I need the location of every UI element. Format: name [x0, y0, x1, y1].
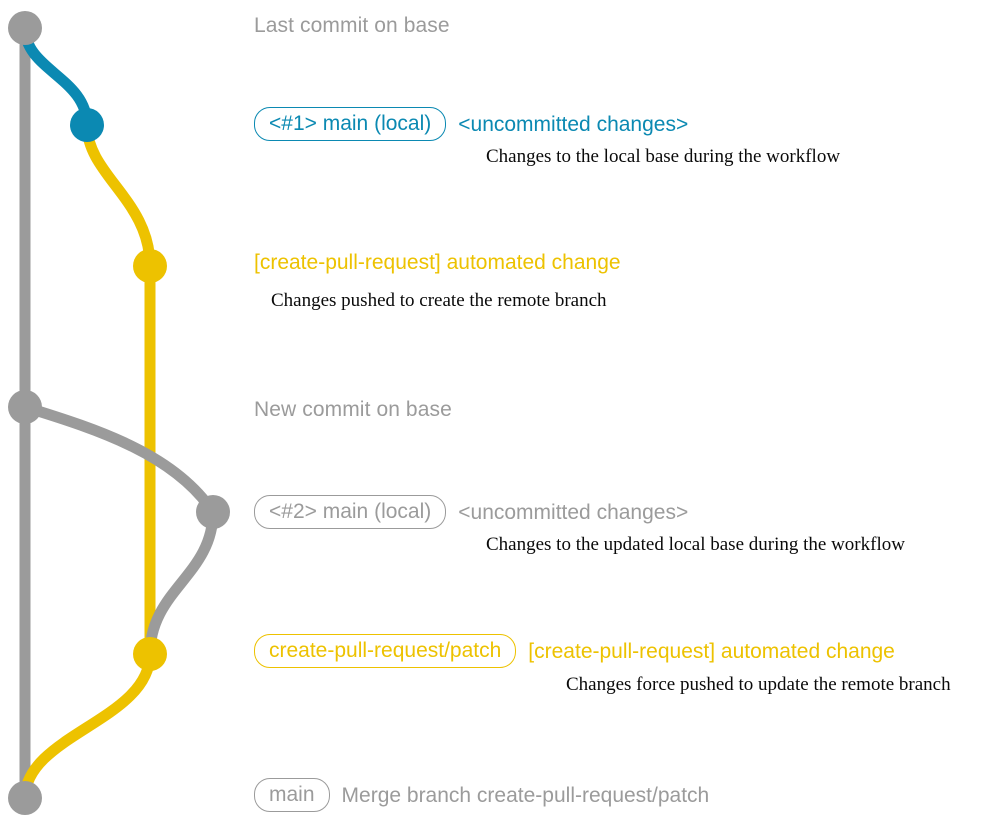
ref-chip-main[interactable]: main	[254, 778, 330, 812]
commit-subject-automated-change-2: [create-pull-request] automated change	[528, 639, 895, 663]
edge-local2-to-patch-update	[144, 511, 219, 655]
node-merge-commit[interactable]	[8, 781, 42, 815]
commit-note-automated-change-1: Changes pushed to create the remote bran…	[271, 290, 607, 311]
commit-note-local-change-1: Changes to the local base during the wor…	[486, 146, 841, 167]
ref-chip-create-pull-request-patch[interactable]: create-pull-request/patch	[254, 634, 517, 668]
edge-patch-update-to-merge	[19, 653, 156, 799]
node-patch-update[interactable]	[133, 637, 167, 671]
edge-local1-to-patch-create	[81, 124, 156, 267]
commit-row-merge-commit: main Merge branch create-pull-request/pa…	[254, 778, 709, 812]
commit-nodes	[8, 11, 230, 815]
node-base-head[interactable]	[8, 11, 42, 45]
commit-subject-local-change-1: <uncommitted changes>	[458, 112, 689, 136]
edge-basenew-to-local2	[23, 401, 218, 516]
commit-row-local-change-2: <#2> main (local) <uncommitted changes>	[254, 495, 688, 529]
edge-base-to-local1	[19, 27, 93, 126]
commit-row-automated-change-1: [create-pull-request] automated change	[254, 252, 621, 273]
ref-chip-main-local-1[interactable]: <#1> main (local)	[254, 107, 447, 141]
commit-row-new-commit-on-base: New commit on base	[254, 398, 452, 422]
node-patch-create[interactable]	[133, 249, 167, 283]
node-local-2[interactable]	[196, 495, 230, 529]
commit-note-local-change-2: Changes to the updated local base during…	[486, 534, 905, 555]
ref-chip-main-local-2[interactable]: <#2> main (local)	[254, 495, 447, 529]
node-base-new[interactable]	[8, 390, 42, 424]
commit-row-automated-change-2: create-pull-request/patch [create-pull-r…	[254, 634, 895, 668]
commit-subject-local-change-2: <uncommitted changes>	[458, 500, 689, 524]
commit-row-last-commit-on-base: Last commit on base	[254, 14, 450, 38]
commit-subject-merge-commit: Merge branch create-pull-request/patch	[341, 783, 710, 807]
commit-subject-new-commit-on-base: New commit on base	[254, 398, 452, 421]
commit-subject-automated-change-1: [create-pull-request] automated change	[254, 251, 621, 274]
commit-subject-last-commit-on-base: Last commit on base	[254, 14, 450, 37]
node-local-1[interactable]	[70, 108, 104, 142]
commit-row-local-change-1: <#1> main (local) <uncommitted changes>	[254, 107, 688, 141]
commit-note-automated-change-2: Changes force pushed to update the remot…	[566, 674, 951, 695]
